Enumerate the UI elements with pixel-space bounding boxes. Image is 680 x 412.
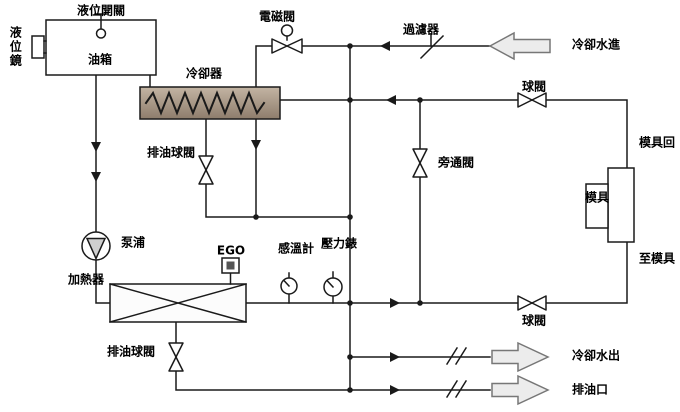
label-oil-drain-port: 排油口 [572, 382, 609, 397]
label-pump: 泵浦 [120, 235, 146, 250]
label-drain-valve-heater: 排油球閥 [106, 344, 156, 359]
heater-symbol [109, 283, 247, 323]
pipe-oil-drain [175, 321, 491, 391]
label-cooling-water-out: 冷卻水出 [572, 348, 621, 363]
label-liquid-level-switch: 液位開關 [76, 3, 126, 18]
label-cooler: 冷卻器 [185, 66, 223, 81]
flow-arrows [91, 41, 400, 395]
level-switch-float-icon [95, 28, 107, 39]
filter-icon [419, 33, 445, 60]
label-bypass-valve: 旁通閥 [438, 155, 475, 170]
label-ball-valve-bottom: 球閥 [521, 313, 547, 328]
label-oil-tank: 油箱 [87, 52, 113, 67]
ball-valve-bottom-symbol [517, 295, 547, 311]
flow-arrow-right-icon [390, 352, 400, 362]
pump-symbol [81, 231, 111, 261]
cooler-coil-icon [144, 90, 266, 116]
cooling-water-out-arrow-icon [491, 341, 550, 373]
label-ball-valve-top: 球閥 [521, 79, 547, 94]
pipe-tank-to-pump [95, 74, 111, 304]
level-switch-icon [94, 13, 108, 30]
label-heater: 加熱器 [67, 272, 105, 287]
pipe-cooling-water-in [255, 45, 491, 88]
pipe-cooler-outlets [205, 118, 351, 218]
flow-arrow-down-icon [91, 172, 101, 182]
pipe-break-marks [445, 346, 468, 399]
junction-dots [253, 43, 423, 393]
label-mold: 模具 [584, 190, 610, 205]
label-to-mold: 至模具 [639, 251, 676, 266]
flow-arrow-right-icon [390, 298, 400, 308]
label-solenoid-valve: 電磁閥 [258, 9, 296, 24]
ego-thermostat-symbol [221, 257, 240, 285]
label-drain-valve-cooler: 排油球閥 [146, 145, 196, 160]
label-mold-return: 模具回 [639, 135, 676, 150]
label-temperature-gauge: 感溫計 [277, 241, 315, 256]
ball-valve-top-symbol [517, 92, 547, 108]
cooler-symbol [139, 86, 281, 120]
sight-glass-icon [31, 35, 45, 59]
label-pressure-gauge: 壓力錶 [320, 236, 358, 251]
mold-symbol [585, 167, 635, 243]
flow-arrow-left-icon [386, 95, 396, 105]
flow-arrow-down-icon [91, 142, 101, 152]
label-ego: EGO [216, 243, 246, 258]
oil-tank-symbol [31, 13, 157, 76]
flow-arrow-left-icon [380, 41, 390, 51]
drain-valve-cooler-symbol [198, 155, 214, 185]
label-liquid-level-sight-glass: 液位鏡 [8, 26, 23, 68]
flow-arrow-down-icon [251, 140, 261, 150]
oil-drain-arrow-icon [491, 374, 550, 406]
drain-valve-heater-symbol [168, 342, 184, 372]
label-cooling-water-in: 冷卻水進 [572, 37, 621, 52]
flow-arrow-right-icon [390, 385, 400, 395]
solenoid-valve-symbol [271, 24, 303, 54]
label-filter: 過濾器 [402, 22, 440, 37]
bypass-valve-symbol [412, 148, 428, 178]
temperature-gauge-symbol [280, 272, 298, 304]
pressure-gauge-symbol [323, 271, 343, 304]
cooling-water-in-arrow-icon [488, 31, 551, 61]
pipe-heater-to-mold [245, 241, 628, 304]
